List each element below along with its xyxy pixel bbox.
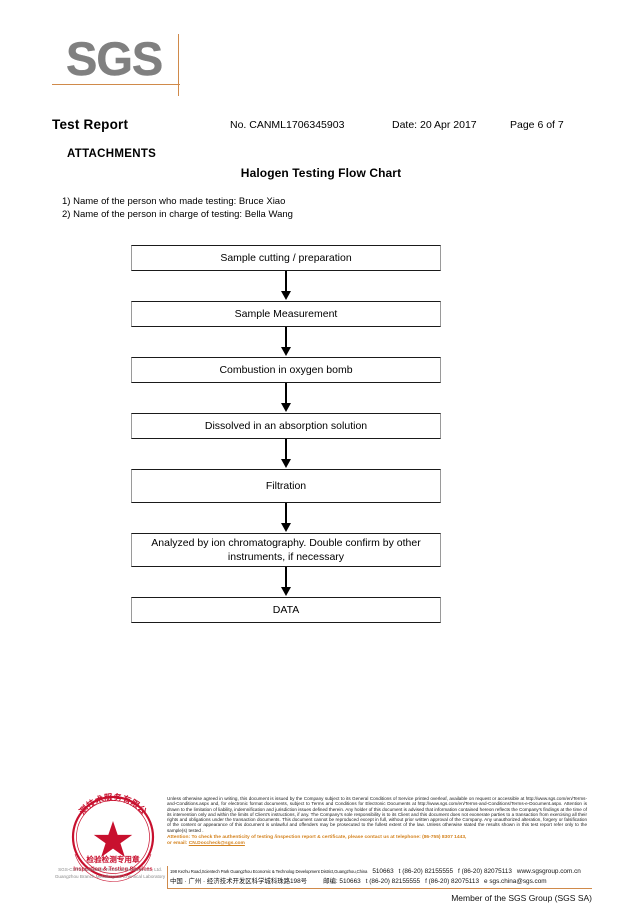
footer-vertical-divider	[167, 866, 168, 889]
stamp-caption: SGS-CSTC Standards Technical Services Co…	[50, 866, 170, 880]
flow-step-box: Analyzed by ion chromatography. Double c…	[131, 533, 441, 567]
sgs-logo: SGS	[52, 32, 180, 96]
report-number: No. CANML1706345903	[230, 119, 345, 131]
flow-step-box: Sample cutting / preparation	[131, 245, 441, 271]
flow-arrow-down-icon	[131, 327, 441, 357]
flow-step-box-data: DATA	[131, 597, 441, 623]
halogen-testing-flowchart: Sample cutting / preparation Sample Meas…	[131, 245, 441, 623]
website-en[interactable]: www.sgsgroup.com.cn	[516, 868, 581, 875]
flowchart-title: Halogen Testing Flow Chart	[240, 166, 402, 180]
flow-step-box: Combustion in oxygen bomb	[131, 357, 441, 383]
telephone-cn: t (86-20) 82155555	[365, 878, 421, 885]
address-en-text: 198 Kezhu Road,Scientech Park Guangzhou …	[170, 869, 368, 874]
flow-arrow-down-icon	[131, 383, 441, 413]
flow-arrow-down-icon	[131, 439, 441, 469]
svg-text:Inspection & Testing Services: Inspection & Testing Services	[73, 867, 152, 873]
attachments-heading: ATTACHMENTS	[67, 148, 157, 160]
stamp-caption-line: Guangzhou Branch Metallurgical Chemical …	[54, 874, 166, 879]
sgs-logo-text: SGS	[66, 32, 164, 85]
fax-en: f (86-20) 82075113	[458, 868, 512, 875]
attention-line-1: Attention: To check the authenticity of …	[167, 835, 467, 841]
report-date: Date: 20 Apr 2017	[392, 119, 477, 131]
postcode-en: 510663	[372, 868, 394, 875]
footer-horizontal-rule	[167, 888, 592, 890]
inspection-stamp-icon: 广东省检验检测技术服务有限公司广州分公司 检验检测专用章 Inspection …	[59, 793, 167, 885]
doccheck-email-link[interactable]: CN.Doccheck@sgs.com	[188, 840, 245, 846]
sgs-group-member-line: Member of the SGS Group (SGS SA)	[451, 893, 592, 903]
logo-horizontal-rule	[52, 84, 180, 85]
flow-step-box: Dissolved in an absorption solution	[131, 413, 441, 439]
svg-text:检验检测专用章: 检验检测专用章	[86, 854, 140, 864]
flow-arrow-down-icon	[131, 567, 441, 597]
address-cn-text: 中国 · 广州 · 经济技术开发区科学城科珠路198号	[170, 878, 308, 885]
flow-arrow-down-icon	[131, 503, 441, 533]
stamp-caption-line: SGS-CSTC Standards Technical Services Co…	[58, 867, 162, 872]
footer-address-english: 198 Kezhu Road,Scientech Park Guangzhou …	[170, 868, 590, 876]
postcode-cn: 邮编: 510663	[323, 878, 361, 885]
page-title: Test Report	[52, 117, 129, 132]
telephone-en: t (86-20) 82155555	[398, 868, 454, 875]
fax-cn: f (86-20) 82075113	[425, 878, 479, 885]
logo-vertical-rule	[178, 34, 179, 96]
tester-names: 1) Name of the person who made testing: …	[62, 195, 293, 221]
email-cn[interactable]: e sgs.china@sgs.com	[484, 878, 547, 885]
report-header: Test Report No. CANML1706345903 Date: 20…	[52, 117, 592, 135]
footer-address-chinese: 中国 · 广州 · 经济技术开发区科学城科珠路198号 邮编: 510663 t (…	[170, 877, 590, 886]
flow-arrow-down-icon	[131, 271, 441, 301]
tester-name-line: 2) Name of the person in charge of testi…	[62, 209, 293, 220]
footer-legal-block: Unless otherwise agreed in writing, this…	[167, 796, 587, 846]
attention-notice: Attention: To check the authenticity of …	[167, 835, 587, 846]
tester-name-line: 1) Name of the person who made testing: …	[62, 196, 286, 207]
attention-email-prefix: or email:	[167, 840, 189, 846]
flow-step-box: Sample Measurement	[131, 301, 441, 327]
page-indicator: Page 6 of 7	[510, 119, 564, 131]
disclaimer-text: Unless otherwise agreed in writing, this…	[167, 796, 587, 833]
flow-step-box: Filtration	[131, 469, 441, 503]
